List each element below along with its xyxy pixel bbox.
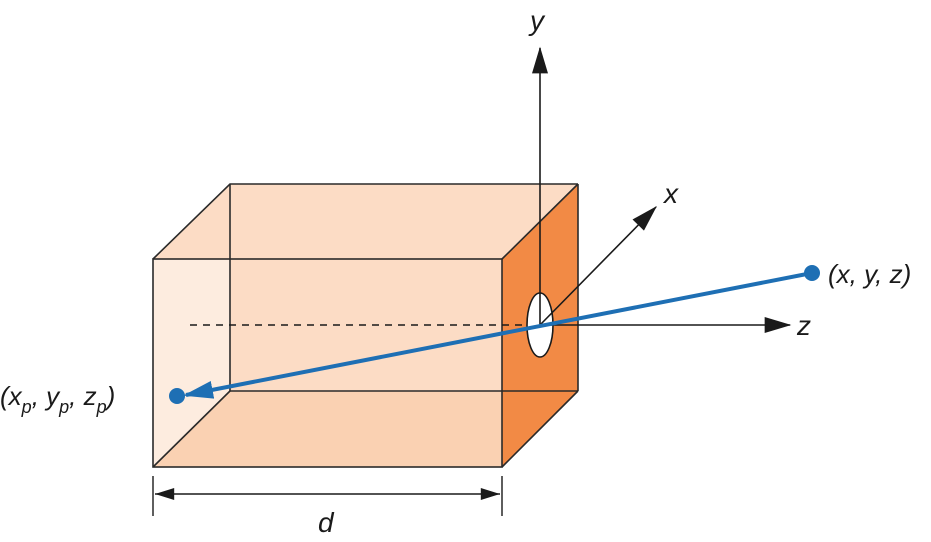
projected-point [169,388,185,404]
y-axis-label: y [528,5,546,36]
projected-point-label: (xp, yp, zp) [0,381,115,417]
projection-ray [183,271,813,399]
world-point-label: (x, y, z) [828,259,911,289]
box-front-face [153,259,502,467]
z-axis-label: z [796,310,811,341]
dimension-label: d [318,507,335,538]
x-axis [539,206,657,326]
x-axis-label: x [662,178,679,209]
world-point [804,265,820,281]
